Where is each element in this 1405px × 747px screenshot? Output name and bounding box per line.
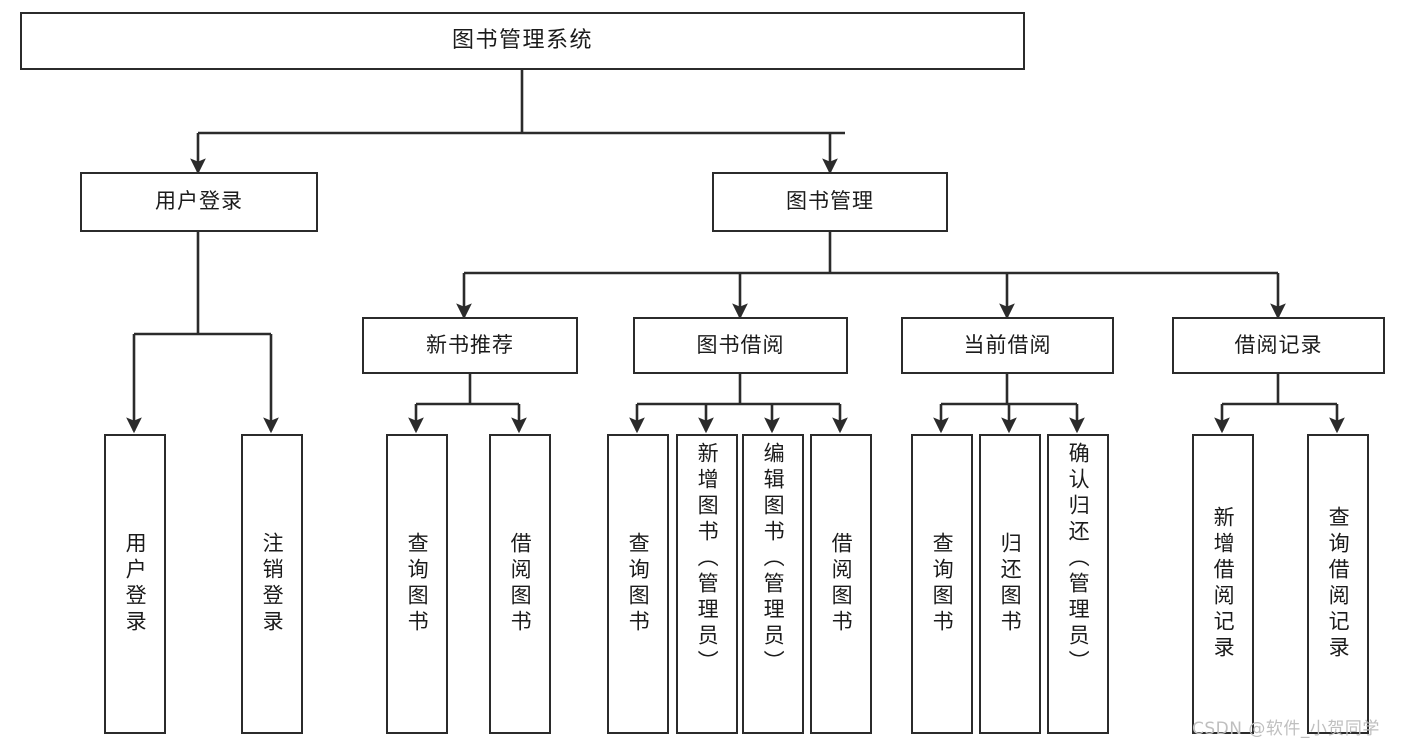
leaf-add-book-admin[interactable]: 新增图书（管理员） <box>676 434 738 734</box>
node-label: 用户登录 <box>123 532 148 636</box>
node-label: 当前借阅 <box>963 332 1052 357</box>
node-label: 查询图书 <box>626 532 651 636</box>
node-new-book-recommendation[interactable]: 新书推荐 <box>362 317 578 374</box>
leaf-borrow-book-new-book[interactable]: 借阅图书 <box>489 434 551 734</box>
node-label: 归还图书 <box>998 532 1023 636</box>
node-label: 用户登录 <box>155 189 243 214</box>
node-label: 注销登录 <box>260 532 285 636</box>
node-current-borrowing[interactable]: 当前借阅 <box>901 317 1114 374</box>
leaf-query-book-borrowing[interactable]: 查询图书 <box>607 434 669 734</box>
node-label: 编辑图书（管理员） <box>761 442 786 676</box>
watermark: CSDN @软件_小贺同学 <box>1192 719 1380 739</box>
node-label: 新增图书（管理员） <box>695 442 720 676</box>
leaf-query-book-current[interactable]: 查询图书 <box>911 434 973 734</box>
leaf-logout[interactable]: 注销登录 <box>241 434 303 734</box>
leaf-edit-book-admin[interactable]: 编辑图书（管理员） <box>742 434 804 734</box>
node-label: 新书推荐 <box>426 332 514 357</box>
node-label: 查询图书 <box>405 532 430 636</box>
node-label: 借阅图书 <box>508 532 533 636</box>
node-label: 新增借阅记录 <box>1211 506 1236 662</box>
node-book-management[interactable]: 图书管理 <box>712 172 948 232</box>
node-label: 借阅记录 <box>1234 332 1323 357</box>
node-label: 查询图书 <box>930 532 955 636</box>
leaf-query-borrowing-record[interactable]: 查询借阅记录 <box>1307 434 1369 734</box>
node-label: 查询借阅记录 <box>1326 506 1351 662</box>
node-borrowing-record[interactable]: 借阅记录 <box>1172 317 1385 374</box>
node-user-login[interactable]: 用户登录 <box>80 172 318 232</box>
leaf-add-borrowing-record[interactable]: 新增借阅记录 <box>1192 434 1254 734</box>
node-book-borrowing[interactable]: 图书借阅 <box>633 317 848 374</box>
leaf-confirm-return-admin[interactable]: 确认归还（管理员） <box>1047 434 1109 734</box>
node-label: 图书管理 <box>786 189 874 214</box>
leaf-query-book-new-book[interactable]: 查询图书 <box>386 434 448 734</box>
node-root-book-management-system[interactable]: 图书管理系统 <box>20 12 1025 70</box>
leaf-user-login[interactable]: 用户登录 <box>104 434 166 734</box>
node-label: 借阅图书 <box>829 532 854 636</box>
node-label: 图书借阅 <box>696 332 785 357</box>
node-label: 图书管理系统 <box>451 27 593 53</box>
leaf-borrow-book-borrowing[interactable]: 借阅图书 <box>810 434 872 734</box>
node-label: 确认归还（管理员） <box>1066 442 1091 676</box>
leaf-return-book[interactable]: 归还图书 <box>979 434 1041 734</box>
